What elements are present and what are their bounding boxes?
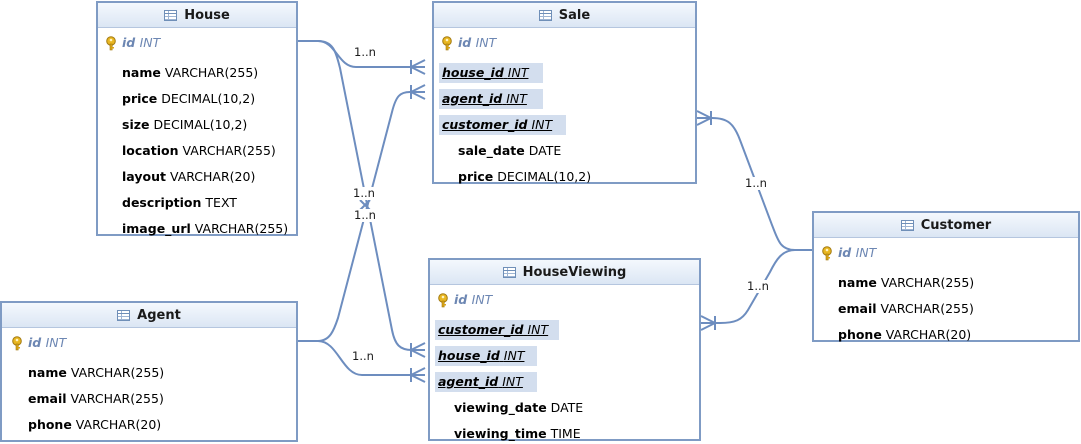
- entity-house[interactable]: House id INT name VARCHAR(255) price DEC…: [96, 1, 298, 236]
- cardinality-label: 1..n: [351, 349, 375, 363]
- fk-field: house_id INT: [435, 346, 537, 366]
- entity-agent[interactable]: Agent id INT name VARCHAR(255) email VAR…: [0, 301, 298, 442]
- edge-agent-houseviewing: [297, 340, 425, 376]
- entity-title: Sale: [558, 7, 591, 23]
- cardinality-label: 1..n: [746, 279, 770, 293]
- entity-header: Sale: [434, 3, 695, 28]
- crowfoot-sale-agent: [410, 84, 426, 93]
- field-row: image_url VARCHAR(255): [122, 221, 289, 236]
- entity-header: House: [98, 3, 296, 28]
- field-row: phone VARCHAR(20): [28, 417, 162, 432]
- pk-field: id INT: [822, 243, 876, 263]
- fk-field: agent_id INT: [439, 89, 543, 109]
- field-row: email VARCHAR(255): [28, 391, 164, 406]
- entity-header: Customer: [814, 213, 1078, 238]
- table-icon: [900, 219, 914, 231]
- field-row: viewing_date DATE: [454, 400, 584, 415]
- fk-field: house_id INT: [439, 63, 543, 83]
- entity-title: HouseViewing: [522, 264, 627, 280]
- fk-field: customer_id INT: [435, 320, 559, 340]
- field-row: name VARCHAR(255): [838, 275, 975, 290]
- entity-sale[interactable]: Sale id INT house_id INT agent_id INT cu…: [432, 1, 697, 184]
- fk-field: customer_id INT: [439, 115, 566, 135]
- key-icon: [442, 36, 452, 51]
- pk-field: id INT: [442, 33, 496, 53]
- entity-title: Customer: [920, 217, 992, 233]
- field-row: name VARCHAR(255): [122, 65, 259, 80]
- field-row: location VARCHAR(255): [122, 143, 276, 158]
- table-icon: [538, 9, 552, 21]
- field-row: viewing_time TIME: [454, 426, 581, 441]
- field-row: phone VARCHAR(20): [838, 327, 972, 342]
- table-icon: [117, 309, 131, 321]
- key-icon: [438, 293, 448, 308]
- fk-field: agent_id INT: [435, 372, 537, 392]
- table-icon: [502, 266, 516, 278]
- pk-field: id INT: [438, 290, 492, 310]
- entity-title: Agent: [137, 307, 181, 323]
- crowfoot-sale-house: [410, 59, 426, 68]
- entity-houseviewing[interactable]: HouseViewing id INT customer_id INT hous…: [428, 258, 701, 441]
- entity-customer[interactable]: Customer id INT name VARCHAR(255) email …: [812, 211, 1080, 342]
- field-row: price DECIMAL(10,2): [458, 169, 592, 184]
- pk-field: id INT: [106, 33, 160, 53]
- crowfoot-sale-customer: [696, 110, 712, 119]
- key-icon: [106, 36, 116, 51]
- entity-header: Agent: [2, 303, 296, 328]
- field-row: name VARCHAR(255): [28, 365, 165, 380]
- field-row: price DECIMAL(10,2): [122, 91, 256, 106]
- crowfoot-houseviewing-agent: [410, 367, 426, 376]
- entity-title: House: [184, 7, 230, 23]
- entity-header: HouseViewing: [430, 260, 699, 285]
- field-row: email VARCHAR(255): [838, 301, 974, 316]
- cardinality-label: 1..n: [353, 45, 377, 59]
- field-row: size DECIMAL(10,2): [122, 117, 248, 132]
- field-row: description TEXT: [122, 195, 237, 210]
- crowfoot-houseviewing-house: [410, 342, 426, 351]
- field-row: sale_date DATE: [458, 143, 562, 158]
- pk-field: id INT: [12, 333, 66, 353]
- field-row: layout VARCHAR(20): [122, 169, 256, 184]
- table-icon: [164, 9, 178, 21]
- key-icon: [12, 336, 22, 351]
- crowfoot-houseviewing-customer: [700, 315, 716, 324]
- cardinality-label: 1..n: [352, 186, 376, 200]
- cardinality-label: 1..n: [353, 208, 377, 222]
- key-icon: [822, 246, 832, 261]
- cardinality-label: 1..n: [744, 176, 768, 190]
